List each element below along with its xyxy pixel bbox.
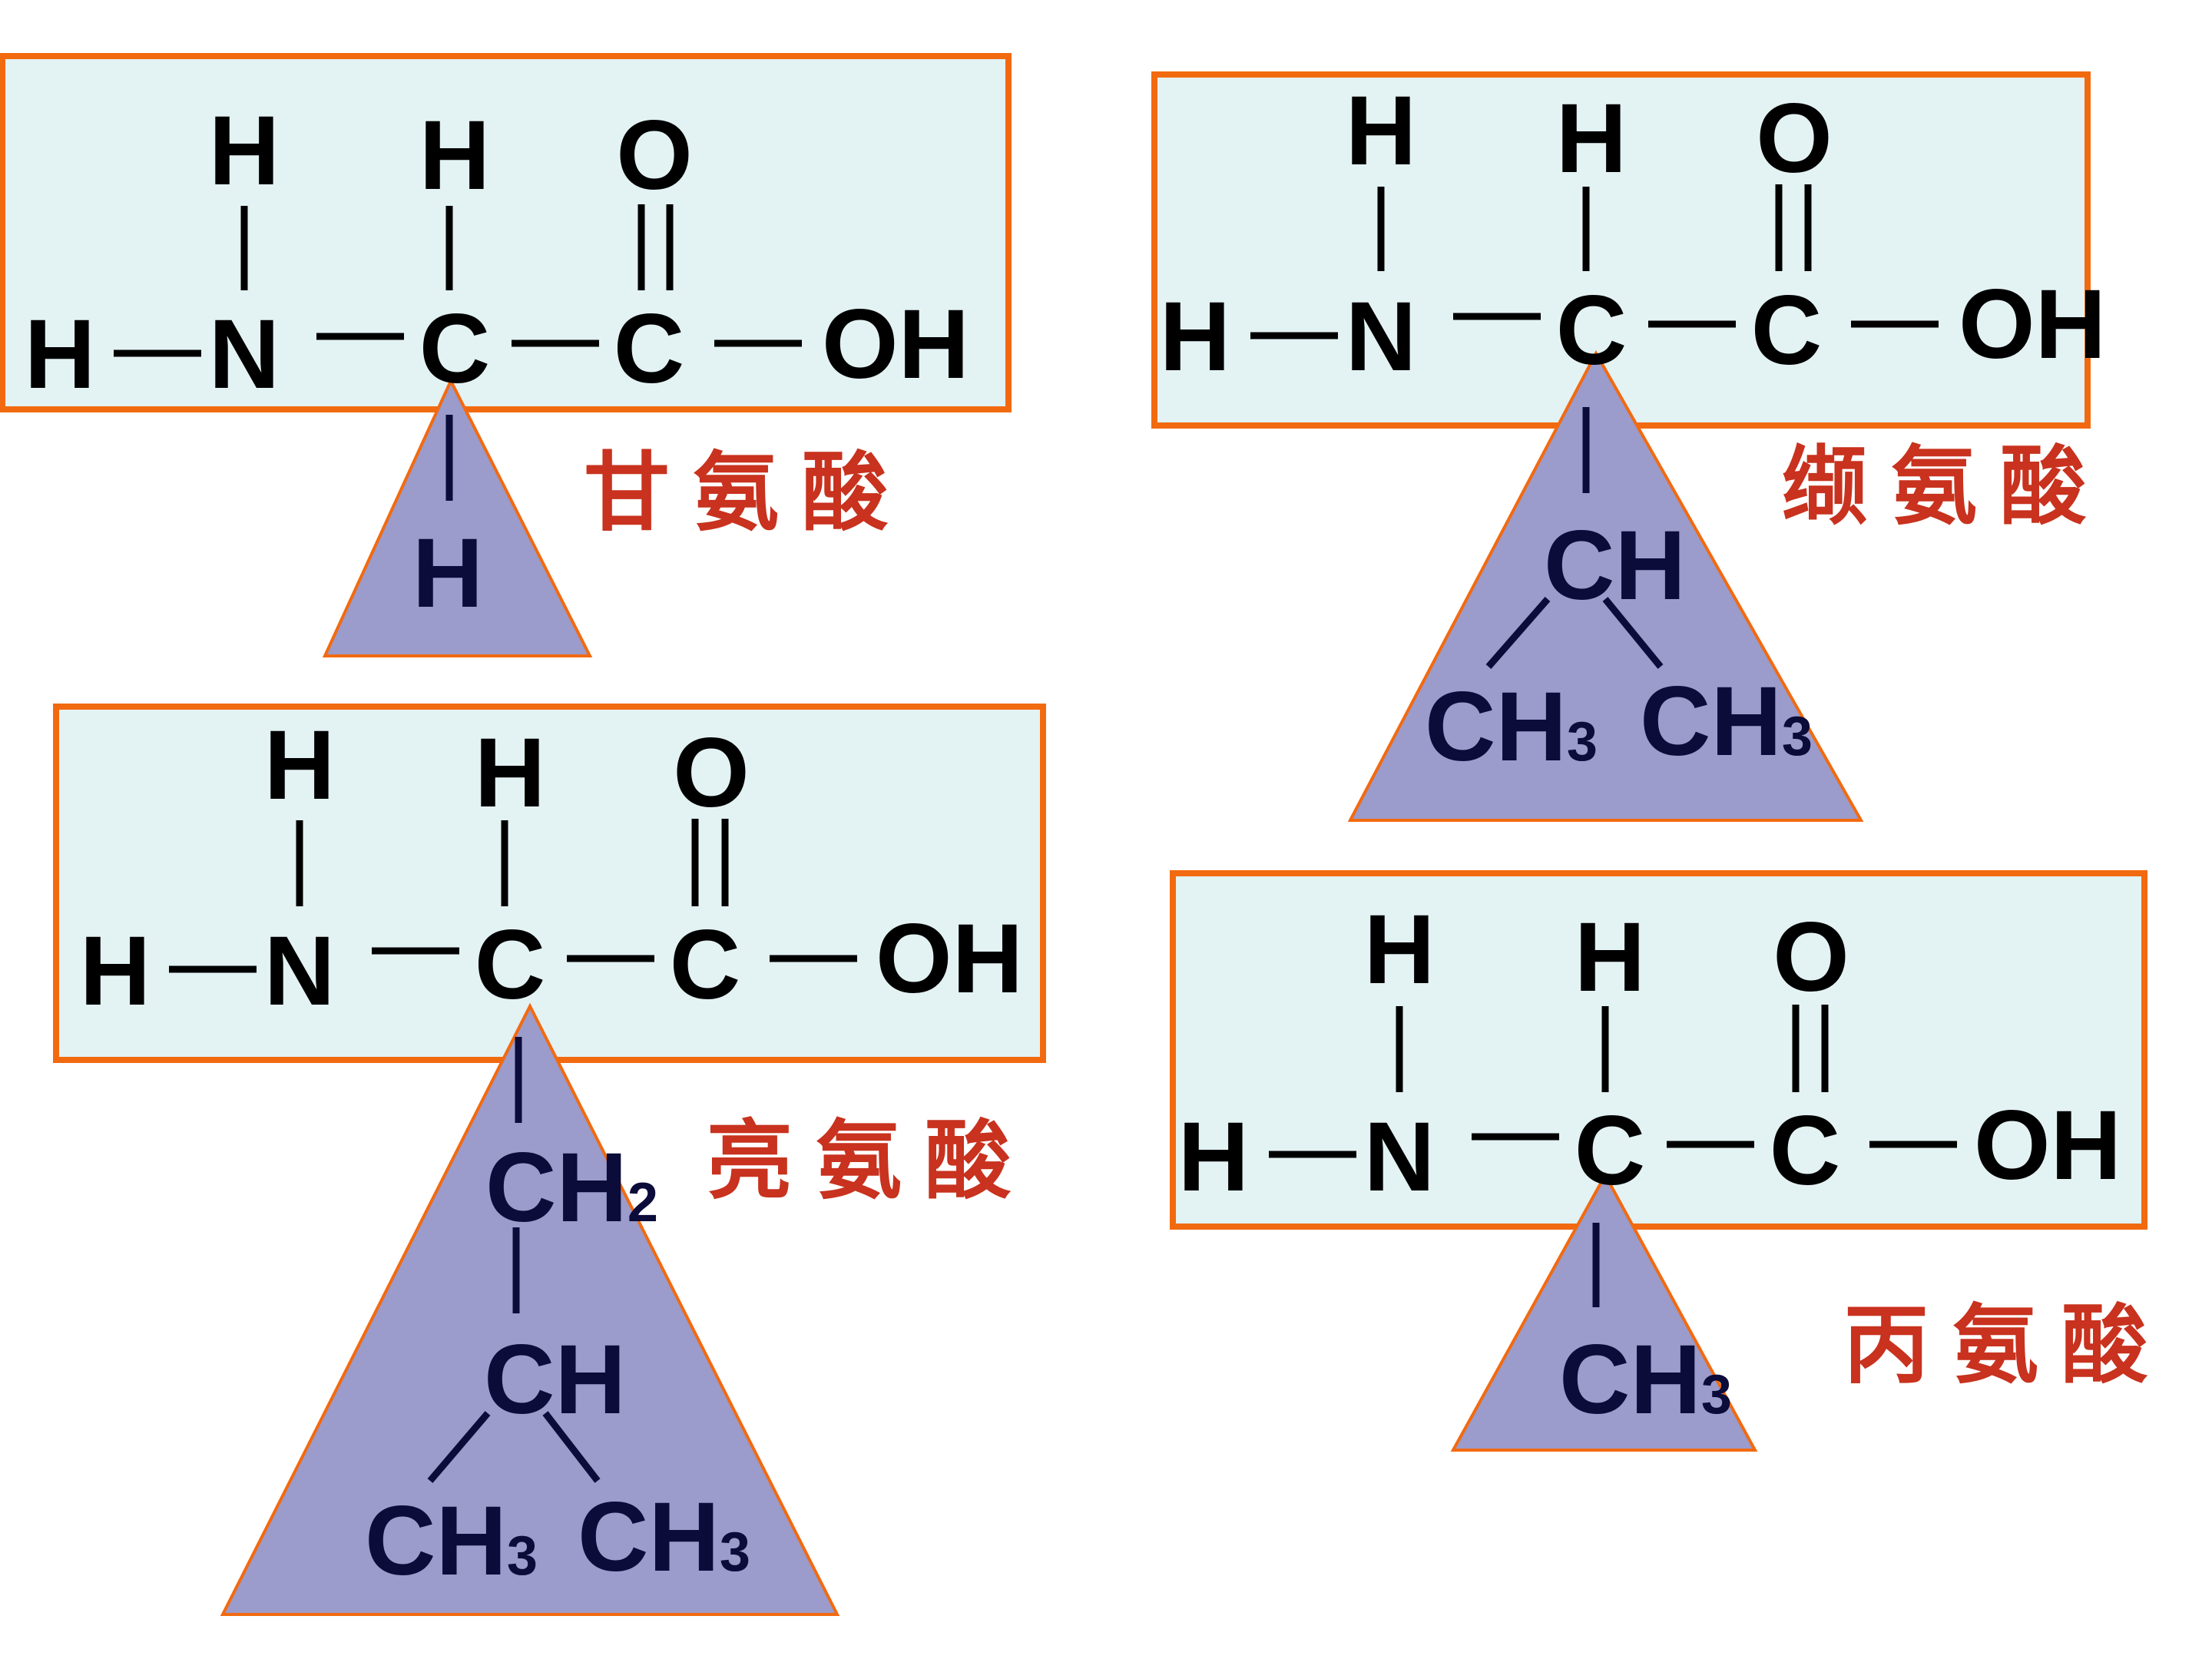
alanine-side-chain-ch3: CH3 bbox=[1559, 1325, 1732, 1435]
alanine-structure: H H O H N C C OH CH3 丙氨酸 bbox=[1170, 870, 2171, 1452]
leucine-side-chain-ch3-left: CH3 bbox=[365, 1486, 538, 1596]
leucine-side-chain-ch2: CH2 bbox=[485, 1133, 658, 1243]
alanine-amino-top-hydrogen: H bbox=[1364, 895, 1435, 1005]
alanine-amino-left-hydrogen: H bbox=[1178, 1102, 1249, 1212]
valine-amino-top-hydrogen: H bbox=[1346, 76, 1416, 186]
leucine-branch-right-bond bbox=[542, 1411, 601, 1483]
leucine-hydroxyl: OH bbox=[876, 904, 1023, 1014]
valine-name: 缬氨酸 bbox=[1782, 436, 2109, 537]
glycine-carbonyl-oxygen: O bbox=[616, 101, 693, 210]
leucine-branch-left-bond bbox=[427, 1411, 491, 1483]
valine-backbone-box bbox=[1151, 71, 2091, 429]
glycine-name: 甘氨酸 bbox=[584, 442, 911, 543]
valine-nitrogen: N bbox=[1346, 282, 1416, 392]
leucine-carboxyl-carbon: C bbox=[670, 910, 740, 1020]
valine-branch-left-bond bbox=[1485, 597, 1551, 669]
leucine-side-chain-ch: CH bbox=[484, 1325, 626, 1435]
alanine-hydroxyl: OH bbox=[1974, 1091, 2121, 1200]
alanine-side-chain-triangle bbox=[1450, 1171, 1758, 1452]
valine-hydroxyl: OH bbox=[1959, 270, 2106, 379]
alanine-alpha-carbon: C bbox=[1575, 1096, 1645, 1206]
valine-alpha-carbon: C bbox=[1556, 276, 1627, 386]
alanine-name: 丙氨酸 bbox=[1843, 1295, 2171, 1396]
leucine-side-chain-triangle bbox=[220, 1002, 840, 1616]
valine-side-chain-ch3-right: CH3 bbox=[1640, 667, 1813, 777]
alanine-carboxyl-carbon: C bbox=[1770, 1096, 1840, 1206]
leucine-structure: H H O H N C C OH CH2 CH CH3 CH3 亮氨酸 bbox=[53, 704, 1046, 1616]
glycine-nitrogen: N bbox=[209, 300, 280, 409]
leucine-alpha-hydrogen: H bbox=[475, 718, 545, 828]
valine-side-chain-triangle bbox=[1347, 349, 1864, 822]
alanine-carbonyl-oxygen: O bbox=[1773, 902, 1849, 1012]
glycine-amino-left-hydrogen: H bbox=[25, 300, 95, 409]
glycine-alpha-carbon: C bbox=[419, 294, 490, 404]
leucine-nitrogen: N bbox=[264, 916, 335, 1026]
valine-structure: H H O H N C C OH CH CH3 CH3 缬氨酸 bbox=[1151, 71, 2109, 822]
valine-carbonyl-oxygen: O bbox=[1756, 84, 1833, 194]
leucine-name: 亮氨酸 bbox=[707, 1111, 1034, 1211]
alanine-alpha-hydrogen: H bbox=[1575, 902, 1645, 1012]
leucine-alpha-carbon: C bbox=[475, 910, 545, 1020]
valine-carboxyl-carbon: C bbox=[1751, 276, 1822, 386]
leucine-amino-top-hydrogen: H bbox=[264, 710, 335, 820]
leucine-amino-left-hydrogen: H bbox=[80, 916, 151, 1026]
leucine-side-chain-ch3-right: CH3 bbox=[578, 1482, 750, 1592]
glycine-hydroxyl: OH bbox=[822, 290, 969, 399]
valine-branch-right-bond bbox=[1602, 597, 1664, 669]
glycine-amino-top-hydrogen: H bbox=[209, 96, 280, 206]
glycine-carboxyl-carbon: C bbox=[614, 294, 684, 404]
valine-amino-left-hydrogen: H bbox=[1160, 282, 1230, 392]
leucine-carbonyl-oxygen: O bbox=[673, 718, 750, 828]
valine-side-chain-ch: CH bbox=[1544, 511, 1686, 621]
glycine-side-chain-hydrogen: H bbox=[412, 518, 483, 628]
leucine-backbone-box bbox=[53, 704, 1046, 1063]
valine-side-chain-ch3-left: CH3 bbox=[1425, 672, 1598, 782]
glycine-alpha-hydrogen: H bbox=[419, 101, 490, 210]
glycine-structure: H H O H N C C OH H 甘氨酸 bbox=[0, 53, 1012, 657]
alanine-backbone-box bbox=[1170, 870, 2147, 1230]
glycine-side-chain-triangle bbox=[322, 377, 593, 657]
alanine-nitrogen: N bbox=[1364, 1102, 1435, 1212]
valine-alpha-hydrogen: H bbox=[1556, 84, 1627, 194]
